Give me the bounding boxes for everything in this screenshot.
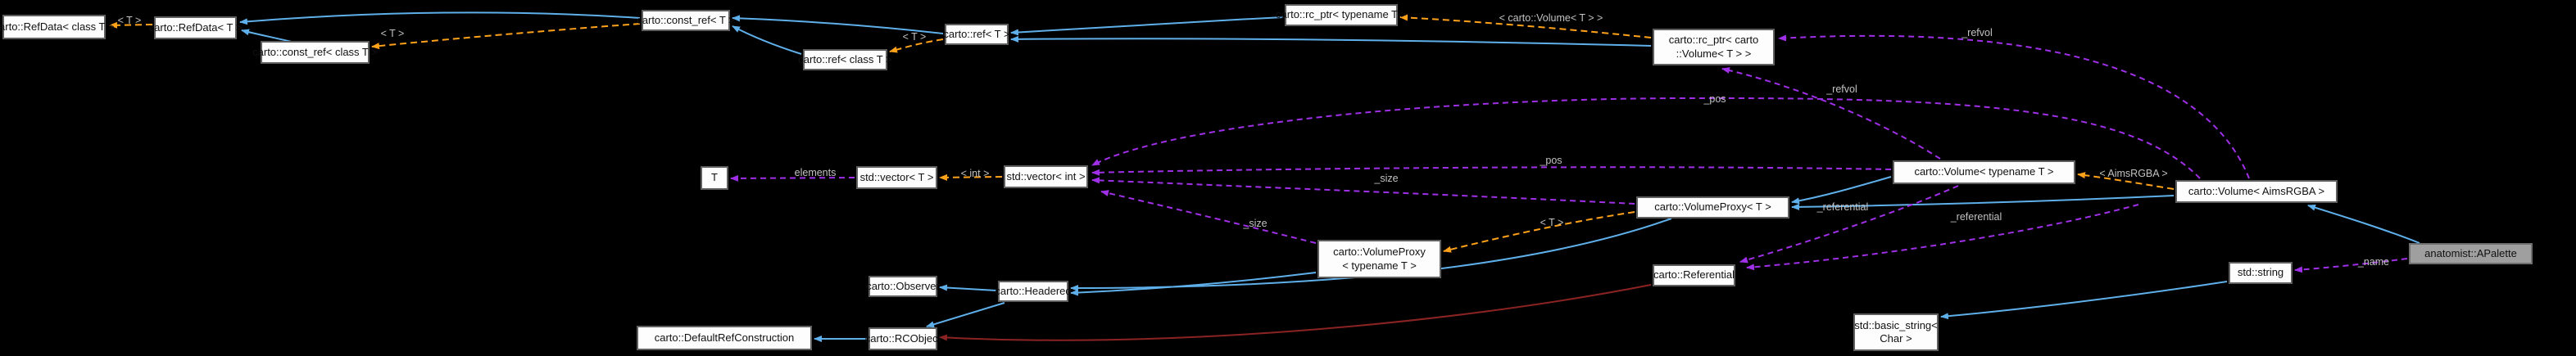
edge-ref-t-to-ref-pattern [889, 38, 944, 53]
class-node-label: carto::VolumeProxy [1333, 246, 1426, 259]
edge-const-ref-t-to-refdata-t [239, 11, 641, 25]
class-node-defaultrefconstruction[interactable]: carto::DefaultRefConstruction [637, 326, 812, 350]
class-node-referential[interactable]: carto::Referential [1653, 264, 1735, 286]
class-node-label: carto::rc_ptr< carto [1668, 34, 1759, 47]
class-node-label: carto::Volume< AimsRGBA > [2188, 184, 2325, 197]
class-node-volume-pattern[interactable]: carto::Volume< typename T > [1893, 160, 2075, 184]
class-node-ref-pattern[interactable]: carto::ref< class T > [798, 49, 892, 70]
class-node-label: carto::RefData< T > [148, 20, 243, 34]
class-node-label: carto::ref< class T > [798, 52, 892, 65]
edge-volumeproxy-t-to-volumeproxy-pattern [1443, 211, 1635, 253]
edge-headered-to-rcobject [926, 302, 1005, 328]
class-node-volume-aimsrgba[interactable]: carto::Volume< AimsRGBA > [2175, 180, 2338, 203]
class-node-volumeproxy-pattern[interactable]: carto::VolumeProxy< typename T > [1317, 240, 1441, 278]
edge-volumeproxy-t-to-vector-int [1091, 177, 1635, 205]
class-node-label: std::vector< T > [859, 170, 934, 183]
class-node-vector-int[interactable]: std::vector< int > [1004, 165, 1088, 188]
edge-volume-aimsrgba-to-vector-int [1091, 97, 2201, 179]
class-node-std-string[interactable]: std::string [2229, 262, 2293, 284]
class-node-apalette[interactable]: anatomist::APalette [2409, 243, 2533, 264]
class-node-label: carto::const_ref< T > [637, 13, 735, 26]
class-node-label: carto::RefData< class T > [0, 20, 115, 33]
class-node-refdata-t[interactable]: carto::RefData< T > [149, 16, 242, 39]
edge-ref-pattern-to-const-ref-t [732, 25, 802, 55]
edge-volume-pattern-to-referential [1739, 185, 1959, 264]
class-node-headered[interactable]: carto::Headered [995, 281, 1072, 302]
class-node-label: carto::ref< T > [943, 27, 1010, 40]
edge-ref-t-to-const-ref-t [732, 15, 944, 34]
class-node-const-ref-pattern[interactable]: carto::const_ref< class T > [252, 41, 378, 64]
edge-volume-pattern-to-volumeproxy-t [1791, 176, 1892, 205]
edge-rc-ptr-volume-to-ref-t [1010, 35, 1652, 47]
class-node-label: ::Volume< T > > [1676, 47, 1752, 60]
class-node-label: carto::rc_ptr< typename T > [1276, 8, 1407, 21]
class-node-label: carto::DefaultRefConstruction [654, 331, 795, 344]
class-node-rc-ptr-pattern[interactable]: carto::rc_ptr< typename T > [1276, 4, 1407, 26]
edge-volumeproxy-pattern-to-vector-int [1100, 190, 1317, 244]
class-node-label: carto::Volume< typename T > [1914, 165, 2054, 178]
edge-vector-int-to-vector-t [939, 173, 1003, 181]
class-node-label: carto::RCObject [864, 331, 941, 345]
class-node-volumeproxy-t[interactable]: carto::VolumeProxy< T > [1636, 196, 1789, 219]
class-node-label: carto::Observer [866, 279, 940, 292]
class-node-label: carto::const_ref< class T > [252, 45, 378, 58]
class-node-observer[interactable]: carto::Observer [866, 276, 940, 297]
class-node-rcobject[interactable]: carto::RCObject [865, 327, 941, 350]
edge-referential-to-rcobject [939, 284, 1652, 341]
edge-volume-aimsrgba-to-volumeproxy-t [1791, 195, 2175, 210]
class-node-label: std::basic_string< [1854, 318, 1938, 331]
class-node-label: T [711, 171, 718, 184]
class-node-label: carto::Headered [995, 284, 1072, 297]
class-node-t[interactable]: T [701, 166, 728, 190]
edge-volume-pattern-to-rc-ptr-volume [1721, 67, 1941, 160]
class-node-ref-t[interactable]: carto::ref< T > [943, 24, 1010, 45]
class-node-label: carto::VolumeProxy< T > [1654, 201, 1771, 214]
edge-volume-aimsrgba-to-volume-pattern [2077, 172, 2175, 190]
edge-volume-aimsrgba-to-rc-ptr-volume [1778, 34, 2250, 179]
edge-const-ref-t-to-const-ref-pattern [371, 23, 641, 50]
class-node-label: carto::Referential [1653, 268, 1735, 282]
class-node-const-ref-t[interactable]: carto::const_ref< T > [637, 10, 735, 31]
class-node-label: std::vector< int > [1006, 169, 1086, 183]
class-node-refdata-pattern[interactable]: carto::RefData< class T > [0, 15, 114, 39]
edge-volume-pattern-to-vector-int [1091, 166, 1892, 176]
class-node-label: anatomist::APalette [2424, 246, 2517, 259]
edge-volumeproxy-pattern-to-headered [1070, 272, 1317, 296]
class-node-label: Char > [1880, 332, 1912, 345]
class-node-label: std::string [2237, 266, 2284, 279]
edge-apalette-to-std-string [2294, 258, 2408, 273]
class-node-vector-t[interactable]: std::vector< T > [856, 166, 937, 189]
edge-std-string-to-basic-string [1940, 281, 2228, 320]
edge-headered-to-observer [939, 284, 997, 291]
edge-rc-ptr-volume-to-rc-ptr-pattern [1399, 14, 1652, 38]
edge-rc-ptr-pattern-to-ref-t [1010, 16, 1284, 36]
edge-apalette-to-volume-aimsrgba [2307, 204, 2420, 244]
edge-volume-aimsrgba-to-referential [1746, 204, 2139, 271]
class-node-basic-string[interactable]: std::basic_string<Char > [1853, 313, 1939, 351]
class-node-rc-ptr-volume[interactable]: carto::rc_ptr< carto::Volume< T > > [1653, 29, 1775, 65]
class-node-label: < typename T > [1342, 259, 1417, 272]
